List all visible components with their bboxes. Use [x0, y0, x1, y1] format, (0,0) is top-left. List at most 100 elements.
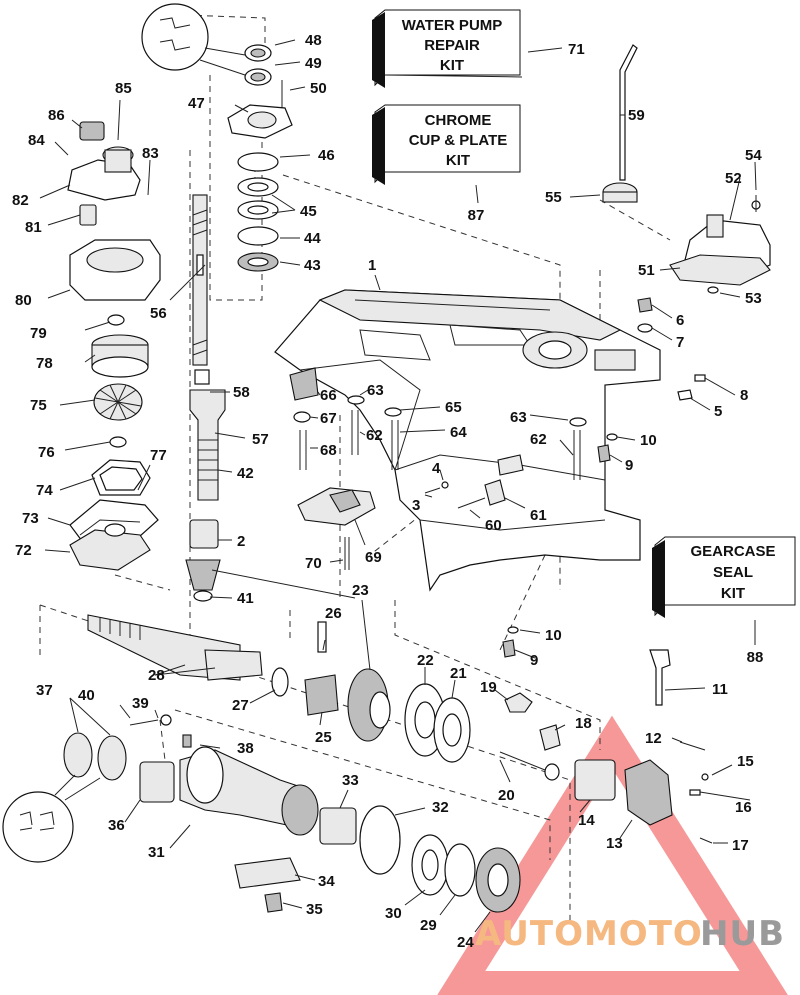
shift-components: [499, 649, 713, 844]
mid-housing-parts: [289, 297, 706, 658]
part-label-37: 37: [36, 682, 53, 699]
part-label-54: 54: [745, 147, 762, 164]
kit-gearcase-seal-line-2: SEAL: [713, 564, 753, 581]
part-label-24: 24: [457, 934, 474, 951]
part-label-33: 33: [342, 772, 359, 789]
part-label-86: 86: [48, 107, 65, 124]
part-label-39: 39: [132, 695, 149, 712]
part-label-15: 15: [737, 753, 754, 770]
part-label-49: 49: [305, 55, 322, 72]
part-label-66: 66: [320, 387, 337, 404]
part-label-18: 18: [575, 715, 592, 732]
part-label-58: 58: [233, 384, 250, 401]
kit-box-water-pump: WATER PUMP REPAIR KIT 71: [372, 9, 585, 88]
part-label-65: 65: [445, 399, 462, 416]
part-label-13: 13: [606, 835, 623, 852]
part-label-52: 52: [725, 170, 742, 187]
part-label-1: 1: [368, 257, 376, 274]
part-label-32: 32: [432, 799, 449, 816]
part-label-34: 34: [318, 873, 335, 890]
part-label-76: 76: [38, 444, 55, 461]
part-label-48: 48: [305, 32, 322, 49]
part-label-27: 27: [232, 697, 249, 714]
detail-callout-bottom: [2, 774, 101, 863]
part-label-4: 4: [432, 460, 441, 477]
part-label-8: 8: [740, 387, 748, 404]
kit-water-pump-ref: 71: [568, 41, 585, 58]
part-label-26: 26: [325, 605, 342, 622]
part-label-43: 43: [304, 257, 321, 274]
part-label-73: 73: [22, 510, 39, 527]
part-label-38: 38: [237, 740, 254, 757]
part-label-82: 82: [12, 192, 29, 209]
kit-chrome-cup-ref: 87: [468, 207, 485, 224]
part-label-67: 67: [320, 410, 337, 427]
part-label-6: 6: [676, 312, 684, 329]
part-label-61: 61: [530, 507, 547, 524]
part-label-35: 35: [306, 901, 323, 918]
water-tube: [619, 44, 638, 181]
part-label-80: 80: [15, 292, 32, 309]
part-label-74: 74: [36, 482, 53, 499]
pinion-housing: [189, 369, 226, 501]
part-label-83: 83: [142, 145, 159, 162]
part-label-57: 57: [252, 431, 269, 448]
part-label-63-left: 63: [367, 382, 384, 399]
part-label-79: 79: [30, 325, 47, 342]
kit-water-pump-line-3: KIT: [440, 57, 464, 74]
part-label-36: 36: [108, 817, 125, 834]
drive-shaft: [192, 194, 208, 366]
propeller-shaft-assembly: [63, 614, 521, 913]
part-label-10-lower: 10: [545, 627, 562, 644]
seal-stack: [227, 44, 293, 272]
part-label-47: 47: [188, 95, 205, 112]
part-label-77: 77: [150, 447, 167, 464]
part-label-60: 60: [485, 517, 502, 534]
part-label-72: 72: [15, 542, 32, 559]
part-label-12: 12: [645, 730, 662, 747]
watermark-text: AUTOMOTO HUB: [475, 914, 785, 954]
part-label-16: 16: [735, 799, 752, 816]
part-label-42: 42: [237, 465, 254, 482]
watermark-text-automoto: AUTOMOTO: [475, 914, 703, 954]
part-label-63-right: 63: [510, 409, 527, 426]
part-label-50: 50: [310, 80, 327, 97]
part-label-81: 81: [25, 219, 42, 236]
part-label-41: 41: [237, 590, 254, 607]
kit-gearcase-seal-ref: 88: [747, 649, 764, 666]
detail-callout-top: [141, 3, 246, 76]
part-label-40: 40: [78, 687, 95, 704]
part-label-19: 19: [480, 679, 497, 696]
part-label-85: 85: [115, 80, 132, 97]
kit-water-pump-line-1: WATER PUMP: [402, 17, 503, 34]
part-label-45: 45: [300, 203, 317, 220]
part-label-20: 20: [498, 787, 515, 804]
part-label-11: 11: [712, 681, 728, 698]
water-pump-assembly: [67, 121, 161, 571]
kit-gearcase-seal-line-3: KIT: [721, 585, 745, 602]
kit-chrome-cup-line-3: KIT: [446, 152, 470, 169]
kit-chrome-cup-line-1: CHROME: [425, 112, 492, 129]
kit-box-chrome-cup: CHROME CUP & PLATE KIT 87: [372, 104, 521, 224]
part-label-75: 75: [30, 397, 47, 414]
part-label-25: 25: [315, 729, 332, 746]
part-label-5: 5: [714, 403, 722, 420]
part-label-55: 55: [545, 189, 562, 206]
part-label-78: 78: [36, 355, 53, 372]
part-label-64: 64: [450, 424, 467, 441]
watermark-text-hub: HUB: [700, 914, 785, 954]
kit-box-gearcase-seal: GEARCASE SEAL KIT 88: [652, 536, 796, 666]
part-label-17: 17: [732, 837, 749, 854]
part-label-23: 23: [352, 582, 369, 599]
part-label-62-right: 62: [530, 431, 547, 448]
part-label-69: 69: [365, 549, 382, 566]
leader-lines: [39, 39, 757, 933]
part-label-7: 7: [676, 334, 684, 351]
part-label-70: 70: [305, 555, 322, 572]
part-label-46: 46: [318, 147, 335, 164]
pinion-bearing: [185, 519, 221, 602]
part-label-29: 29: [420, 917, 437, 934]
part-label-14: 14: [578, 812, 595, 829]
part-label-31: 31: [148, 844, 165, 861]
part-label-62-left: 62: [366, 427, 383, 444]
